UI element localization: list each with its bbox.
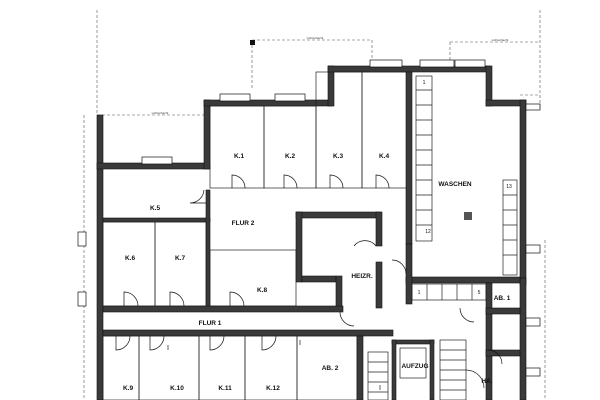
stair-number-1: 1	[418, 290, 421, 296]
stair-number-12: 12	[425, 229, 431, 235]
room-label-k7: K.7	[175, 255, 186, 262]
annotation-lichtschacht-3: Lichtschacht	[152, 111, 169, 115]
room-label-k2: K.2	[285, 153, 296, 160]
stair-number-5: 5	[478, 290, 481, 296]
room-label-k4: K.4	[379, 153, 390, 160]
room-label-k12: K.12	[266, 385, 280, 392]
minor-marks	[167, 340, 381, 390]
room-label-k3: K.3	[333, 153, 344, 160]
room-label-k1: K.1	[234, 153, 245, 160]
svg-text:1: 1	[423, 80, 426, 86]
room-label-k11: K.11	[218, 385, 232, 392]
room-label-k5: K.5	[150, 205, 161, 212]
room-label-flur2: FLUR 2	[232, 220, 255, 227]
room-label-ab2: AB. 2	[322, 365, 339, 372]
bottom-storage-partitions	[102, 335, 364, 400]
room-label-aufzug: AUFZUG	[401, 363, 428, 370]
windows	[77, 59, 541, 377]
stair-number-13: 13	[506, 184, 512, 190]
room-label-flur1: FLUR 1	[199, 320, 222, 327]
elevator-and-stairs	[367, 339, 485, 400]
annotation-lichtschacht-2: Lichtschacht	[492, 38, 509, 42]
room-label-waschen: WASCHEN	[438, 181, 472, 188]
room-label-k8: K.8	[257, 287, 268, 294]
stair-run-vertical: 1 12 13 1 5	[411, 75, 518, 301]
door-swings	[115, 174, 503, 365]
top-storage-partitions	[209, 71, 413, 245]
room-labels: K.1 K.2 K.3 K.4 K.5 K.6 K.7 K.8 K.9 K.10…	[123, 153, 511, 392]
room-label-heizr: HEIZR.	[351, 273, 373, 280]
interior-walls	[102, 189, 521, 400]
room-label-ha: HA.	[481, 378, 492, 385]
dashed-outlines: Lichtschacht Lichtschacht Lichtschacht	[83, 10, 546, 400]
annotation-lichtschacht-1: Lichtschacht	[307, 36, 324, 40]
room-label-k6: K.6	[125, 255, 136, 262]
room-label-k10: K.10	[170, 385, 184, 392]
room-label-k9: K.9	[123, 385, 134, 392]
room-label-ab1: AB. 1	[494, 295, 511, 302]
